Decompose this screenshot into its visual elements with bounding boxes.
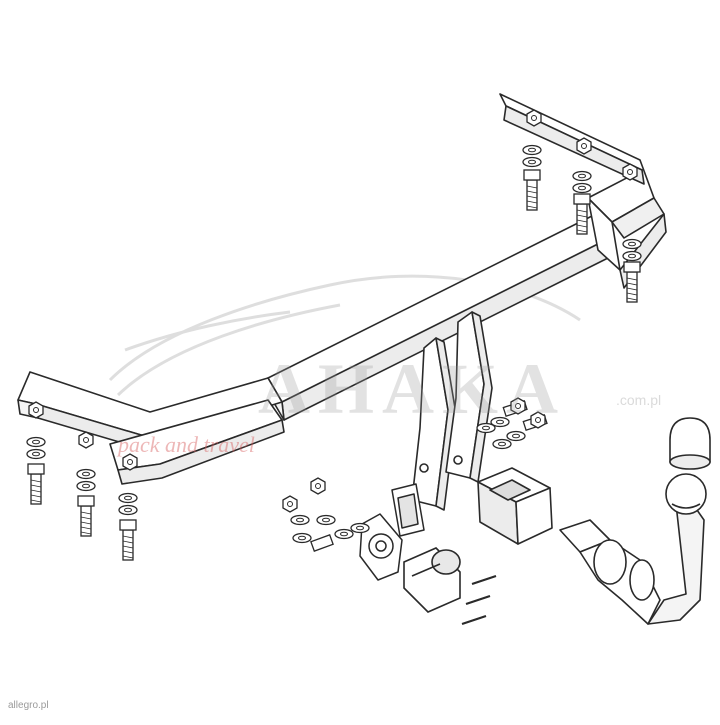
- electric-socket-bracket: [359, 483, 425, 581]
- watermark-site: .com.pl: [616, 392, 662, 408]
- socket-hardware: [282, 477, 497, 626]
- receiver-socket: [477, 467, 553, 545]
- watermark-tagline: pack and travel: [118, 432, 255, 457]
- left-mounting-bracket: [17, 371, 285, 485]
- watermark-brand: AHAKA: [258, 349, 566, 429]
- image-credit: allegro.pl: [8, 700, 49, 711]
- center-plate-hardware: [476, 397, 548, 450]
- ball-cap: [669, 417, 711, 470]
- electric-socket: [403, 547, 461, 613]
- tow-ball-arm: [559, 473, 707, 625]
- center-drop-plates: [411, 311, 493, 511]
